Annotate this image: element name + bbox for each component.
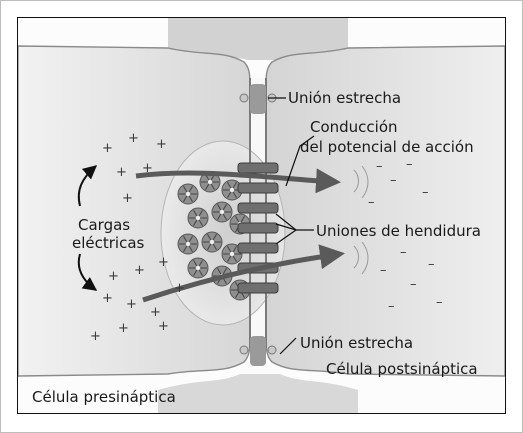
- negative-charge: –: [376, 159, 383, 174]
- connexon-rosette: [202, 232, 222, 252]
- gap-junction-channel: [238, 283, 278, 293]
- negative-charge: –: [368, 195, 375, 210]
- positive-charge: +: [134, 263, 145, 278]
- gap-junction-channel: [238, 163, 278, 173]
- positive-charge: +: [122, 191, 133, 206]
- negative-charge: –: [388, 299, 395, 314]
- label-postsynaptic-cell: Célula postsináptica: [326, 360, 478, 378]
- positive-charge: +: [142, 161, 153, 176]
- negative-charge: –: [422, 185, 429, 200]
- connexon-rosette: [188, 208, 208, 228]
- label-tight-junction-top: Unión estrecha: [288, 89, 401, 107]
- negative-charge: –: [410, 277, 417, 292]
- negative-charge: –: [390, 173, 397, 188]
- connexon-rosette: [178, 184, 198, 204]
- positive-charge: +: [90, 329, 101, 344]
- gap-junction-channel: [238, 183, 278, 193]
- positive-charge: +: [102, 141, 113, 156]
- positive-charge: +: [126, 297, 137, 312]
- label-action-potential-line2: del potencial de acción: [300, 138, 474, 156]
- gap-junction-channel: [238, 243, 278, 253]
- gap-junction-channel: [238, 223, 278, 233]
- connexon-rosette: [178, 234, 198, 254]
- electrical-synapse-diagram: ++++++++++++++++ ––––––––––– Unión estre…: [18, 18, 505, 414]
- extracellular-bottom: [158, 374, 358, 414]
- negative-charge: –: [400, 245, 407, 260]
- positive-charge: +: [158, 319, 169, 334]
- label-gap-junctions: Uniones de hendidura: [316, 222, 481, 240]
- label-tight-junction-bottom: Unión estrecha: [300, 334, 413, 352]
- label-electric-charges-line2: eléctricas: [72, 234, 145, 252]
- gap-junction-channel: [238, 203, 278, 213]
- connexon-rosette: [212, 202, 232, 222]
- positive-charge: +: [158, 255, 169, 270]
- positive-charge: +: [128, 131, 139, 146]
- positive-charge: +: [102, 291, 113, 306]
- label-electric-charges-line1: Cargas: [78, 216, 130, 234]
- negative-charge: –: [436, 295, 443, 310]
- negative-charge: –: [406, 157, 413, 172]
- negative-charge: –: [380, 263, 387, 278]
- label-presynaptic-cell: Célula presináptica: [32, 388, 176, 406]
- connexon-rosette: [188, 258, 208, 278]
- positive-charge: +: [156, 137, 167, 152]
- positive-charge: +: [118, 321, 129, 336]
- diagram-panel: ++++++++++++++++ ––––––––––– Unión estre…: [17, 17, 506, 414]
- positive-charge: +: [150, 305, 161, 320]
- positive-charge: +: [108, 269, 119, 284]
- positive-charge: +: [116, 165, 127, 180]
- negative-charge: –: [428, 257, 435, 272]
- label-action-potential-line1: Conducción: [310, 118, 398, 136]
- positive-charge: +: [174, 281, 185, 296]
